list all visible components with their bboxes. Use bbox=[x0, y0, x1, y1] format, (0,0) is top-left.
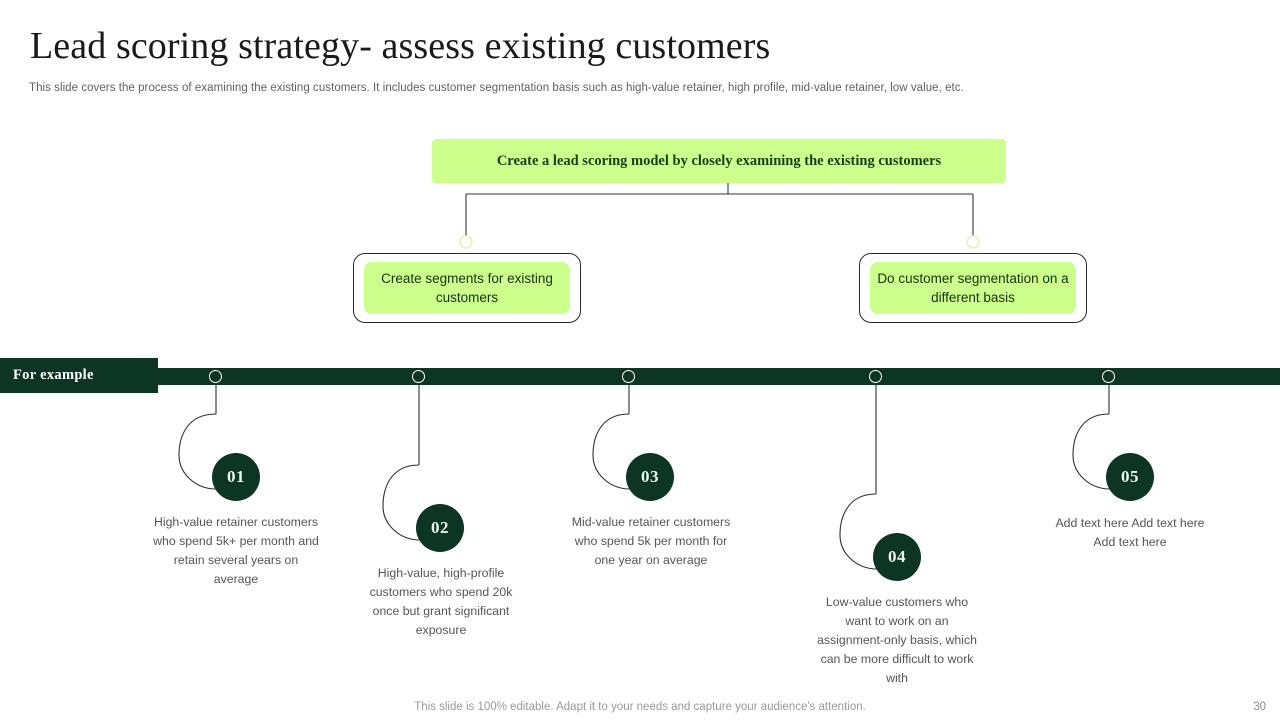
timeline-number-02[interactable]: 02 bbox=[416, 504, 464, 552]
branch-card-create-segments[interactable]: Create segments for existing customers bbox=[353, 253, 581, 323]
timeline-dot-03[interactable] bbox=[622, 370, 635, 383]
timeline-text-05: Add text here Add text here Add text her… bbox=[1055, 516, 1205, 550]
for-example-tab: For example bbox=[0, 358, 158, 393]
timeline-dot-02[interactable] bbox=[412, 370, 425, 383]
branch-card-customer-segmentation-label: Do customer segmentation on a different … bbox=[870, 262, 1076, 314]
timeline-number-03[interactable]: 03 bbox=[626, 453, 674, 501]
branch-card-customer-segmentation[interactable]: Do customer segmentation on a different … bbox=[859, 253, 1087, 323]
timeline-number-02-label: 02 bbox=[431, 518, 449, 537]
timeline-number-05[interactable]: 05 bbox=[1106, 453, 1154, 501]
timeline-number-01-label: 01 bbox=[227, 467, 245, 486]
timeline-dot-05[interactable] bbox=[1102, 370, 1115, 383]
branch-card-create-segments-label: Create segments for existing customers bbox=[364, 262, 570, 314]
lead-scoring-model-label: Create a lead scoring model by closely e… bbox=[496, 153, 942, 169]
lead-scoring-model-box[interactable]: Create a lead scoring model by closely e… bbox=[432, 139, 1006, 183]
timeline-number-03-label: 03 bbox=[641, 467, 659, 486]
page-title: Lead scoring strategy- assess existing c… bbox=[30, 25, 771, 67]
timeline-dot-04[interactable] bbox=[869, 370, 882, 383]
timeline-text-01: High-value retainer customers who spend … bbox=[153, 515, 319, 587]
timeline-text-02: High-value, high-profile customers who s… bbox=[369, 566, 513, 638]
timeline-number-04[interactable]: 04 bbox=[873, 533, 921, 581]
footer-note: This slide is 100% editable. Adapt it to… bbox=[414, 701, 866, 713]
page-number: 30 bbox=[1253, 701, 1266, 713]
timeline-dot-01[interactable] bbox=[209, 370, 222, 383]
timeline-number-04-label: 04 bbox=[888, 547, 906, 566]
for-example-tab-label: For example bbox=[13, 367, 94, 383]
timeline-number-01[interactable]: 01 bbox=[212, 453, 260, 501]
timeline-number-05-label: 05 bbox=[1121, 467, 1139, 486]
timeline-text-03: Mid-value retainer customers who spend 5… bbox=[571, 515, 731, 568]
timeline-text-04: Low-value customers who want to work on … bbox=[817, 595, 977, 686]
page-subtitle: This slide covers the process of examini… bbox=[29, 82, 964, 94]
timeline-bar bbox=[158, 368, 1280, 385]
